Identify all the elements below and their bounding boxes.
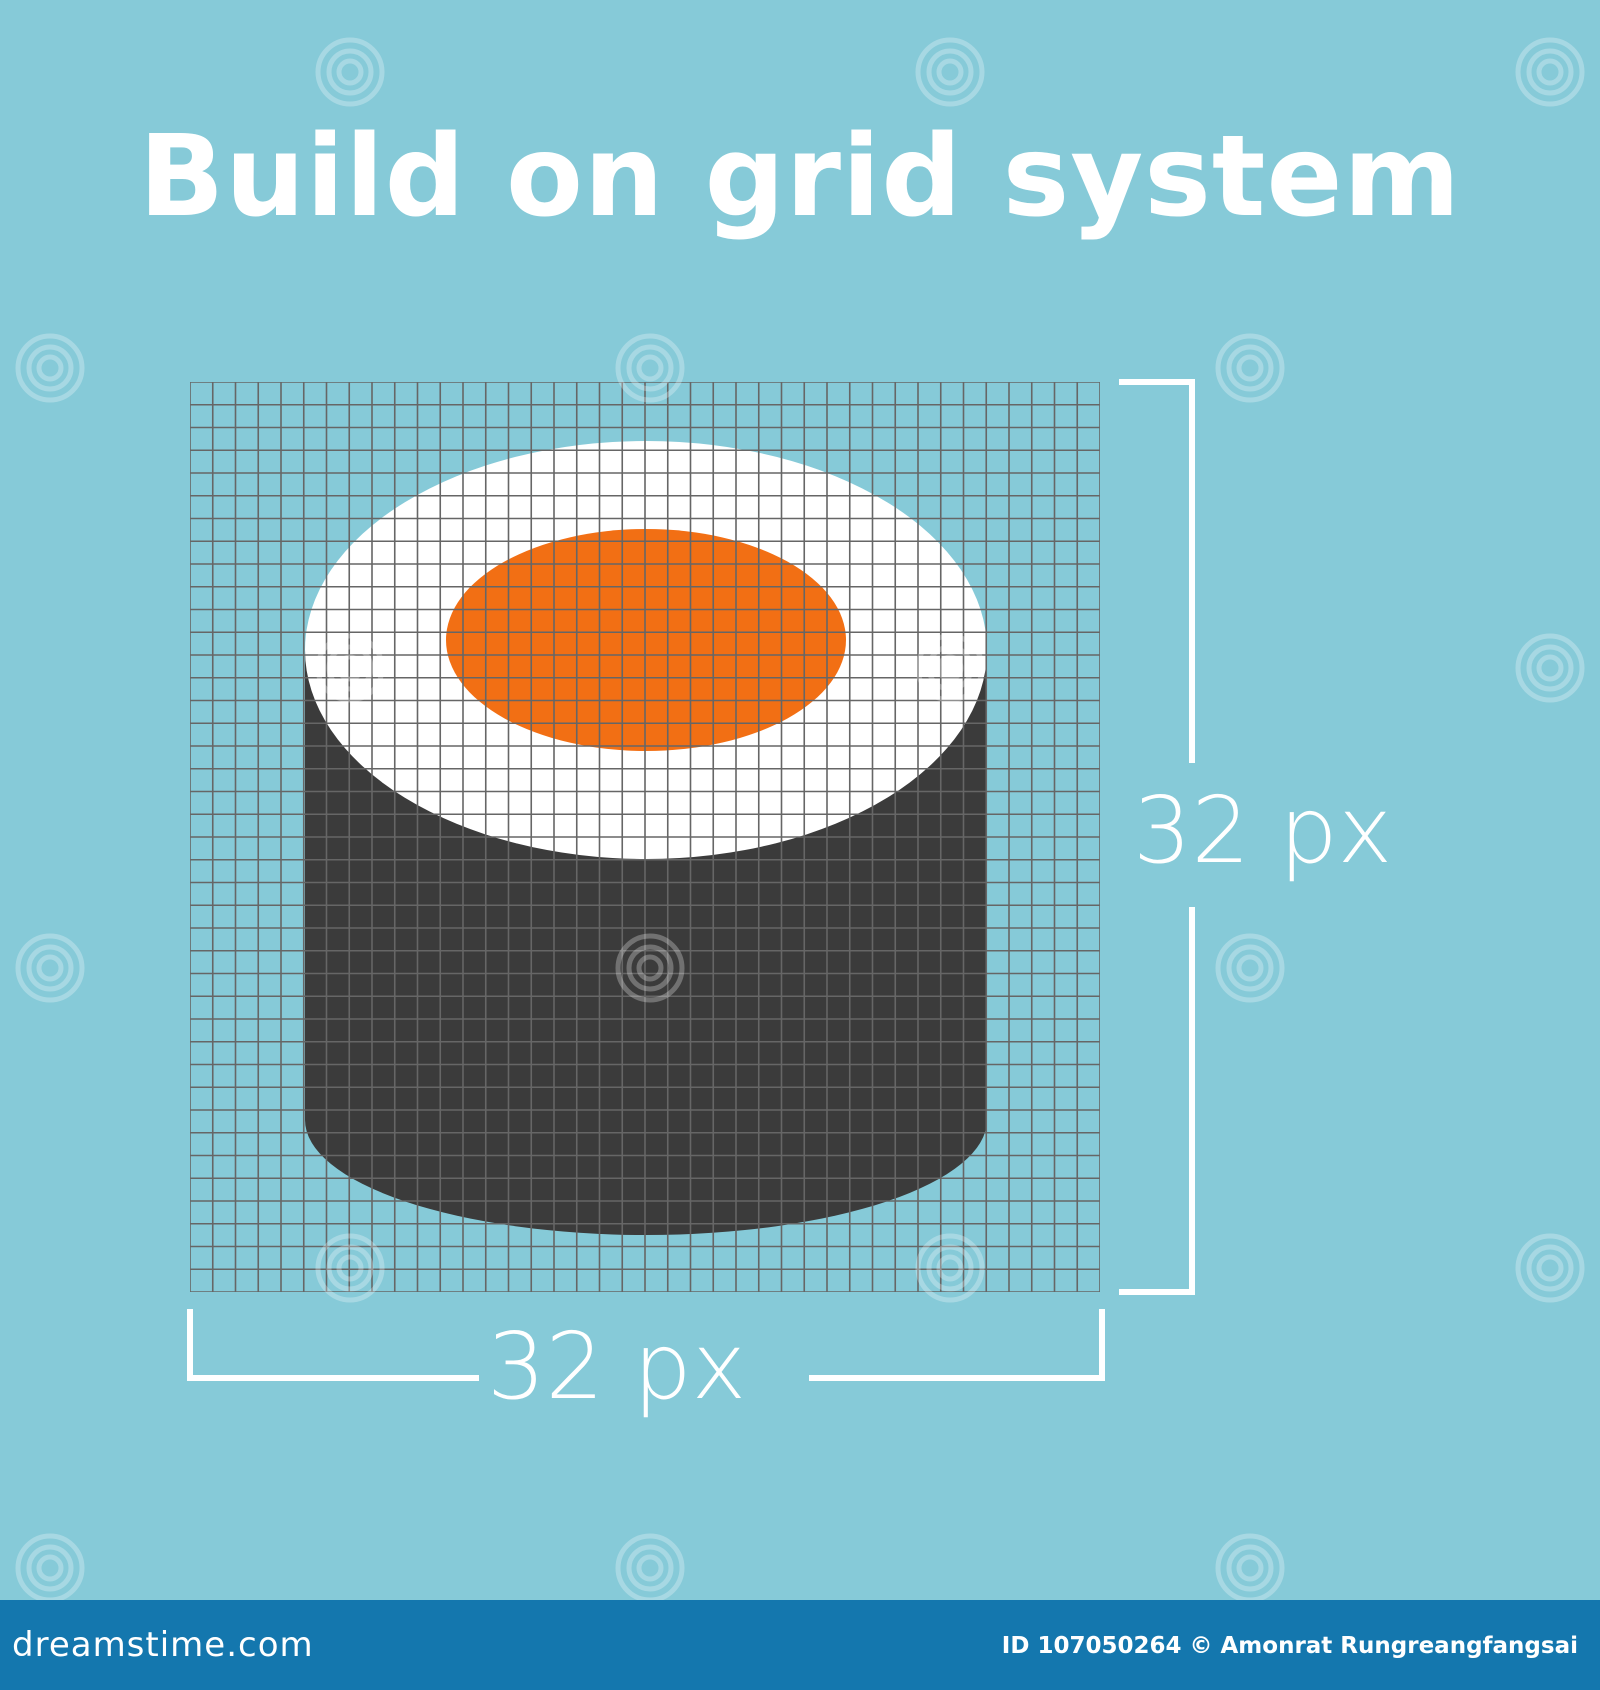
watermark-logo-icon <box>615 333 685 403</box>
watermark-logo-icon <box>15 1533 85 1603</box>
watermark-logo-icon <box>1515 37 1585 107</box>
width-dimension-label: 32 px <box>487 1313 747 1420</box>
watermark-logo-icon <box>315 1233 385 1303</box>
watermark-logo-icon <box>15 933 85 1003</box>
footer-site-link[interactable]: dreamstime.com <box>12 1625 314 1665</box>
watermark-logo-icon <box>1515 1233 1585 1303</box>
watermark-logo-icon <box>915 37 985 107</box>
watermark-logo-icon <box>1215 933 1285 1003</box>
footer-bar: dreamstime.com ID 107050264 © Amonrat Ru… <box>0 1600 1600 1690</box>
sushi-roll-icon <box>305 441 987 1235</box>
watermark-logo-icon <box>915 633 985 703</box>
watermark-logo-icon <box>615 933 685 1003</box>
width-dimension-bracket <box>187 1309 1105 1381</box>
height-dimension-bracket <box>1119 379 1195 1295</box>
height-dimension-label: 32 px <box>1133 777 1393 884</box>
watermark-logo-icon <box>615 1533 685 1603</box>
footer-credit: ID 107050264 © Amonrat Rungreangfangsai <box>1001 1633 1578 1659</box>
watermark-logo-icon <box>1215 333 1285 403</box>
salmon-filling <box>446 529 846 751</box>
page-title: Build on grid system <box>138 112 1462 242</box>
watermark-logo-icon <box>315 37 385 107</box>
pixel-grid <box>190 382 1100 1292</box>
watermark-logo-icon <box>1515 633 1585 703</box>
watermark-logo-icon <box>1215 1533 1285 1603</box>
watermark-layer <box>15 37 1585 1603</box>
watermark-logo-icon <box>915 1233 985 1303</box>
watermark-logo-icon <box>15 333 85 403</box>
watermark-logo-icon <box>315 633 385 703</box>
